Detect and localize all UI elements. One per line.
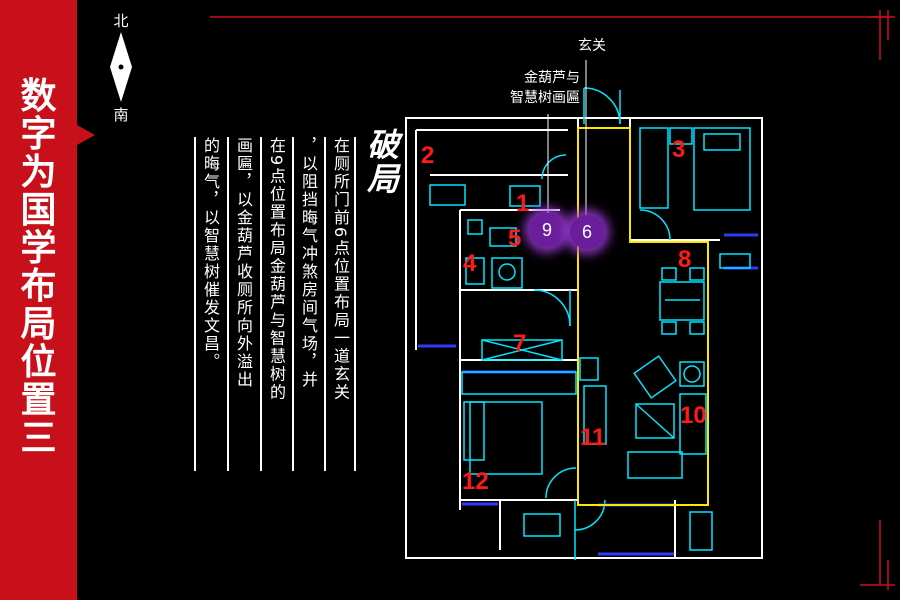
room-number: 1 xyxy=(516,190,530,217)
callout-entrance: 玄关 xyxy=(578,38,606,54)
sidebar-title-char: 局 xyxy=(20,304,57,345)
column-rule xyxy=(354,137,356,471)
text-column: 画匾，以金葫芦收厕所向外溢出 xyxy=(227,137,255,471)
sidebar-title-char: 为 xyxy=(20,152,57,193)
callout-gourd-line1: 金葫芦与 xyxy=(524,70,580,86)
sidebar-title: 数 字 为 国 学 布 局 位 置 三 xyxy=(0,78,77,458)
column-rule xyxy=(292,137,294,471)
callout-gourd-line2: 智慧树画匾 xyxy=(510,90,580,106)
sidebar-title-char: 位 xyxy=(20,342,57,383)
text-column: 的晦气，以智慧树催发文昌。 xyxy=(194,137,222,471)
text-column: 在9点位置布局金葫芦与智慧树的 xyxy=(260,137,288,471)
sidebar-arrow xyxy=(77,125,95,145)
room-number: 7 xyxy=(513,330,527,357)
text-column: ，以阻挡晦气冲煞房间气场，并 xyxy=(292,137,320,471)
column-rule xyxy=(227,137,229,471)
marker-6: 6 xyxy=(570,215,604,249)
room-number: 4 xyxy=(463,250,477,277)
sidebar-title-char: 三 xyxy=(20,418,57,459)
sidebar: 数 字 为 国 学 布 局 位 置 三 xyxy=(0,0,77,600)
text-column-body: 的晦气，以智慧树催发文昌。 xyxy=(201,137,220,371)
marker-9: 9 xyxy=(530,213,564,247)
column-rule xyxy=(324,137,326,471)
compass-needle-icon xyxy=(110,32,132,102)
sidebar-title-char: 数 xyxy=(20,76,57,117)
room-number: 10 xyxy=(680,402,707,429)
room-number: 12 xyxy=(462,468,489,495)
sidebar-title-char: 置 xyxy=(20,380,57,421)
room-number: 3 xyxy=(672,136,686,163)
room-number: 11 xyxy=(580,424,606,451)
text-column-body: ，以阻挡晦气冲煞房间气场，并 xyxy=(299,137,318,389)
text-column-body: 画匾，以金葫芦收厕所向外溢出 xyxy=(234,137,253,389)
column-rule xyxy=(194,137,196,471)
text-column: 在厕所门前6点位置布局一道玄关 xyxy=(324,137,356,471)
sidebar-title-char: 学 xyxy=(20,228,57,269)
column-rule xyxy=(260,137,262,471)
room-number: 8 xyxy=(678,246,692,273)
heading: 破局 xyxy=(362,128,400,196)
sidebar-title-char: 字 xyxy=(20,114,57,155)
text-column-body: 在9点位置布局金葫芦与智慧树的 xyxy=(267,137,286,402)
compass-north-label: 北 xyxy=(113,12,129,30)
text-column-body: 在厕所门前6点位置布局一道玄关 xyxy=(331,137,350,402)
compass-south-label: 南 xyxy=(113,106,129,124)
callout-gourd: 金葫芦与 智慧树画匾 xyxy=(460,68,580,108)
sidebar-title-char: 布 xyxy=(20,266,57,307)
sidebar-title-char: 国 xyxy=(20,190,57,231)
room-number: 5 xyxy=(508,225,522,252)
room-number: 2 xyxy=(421,142,435,169)
